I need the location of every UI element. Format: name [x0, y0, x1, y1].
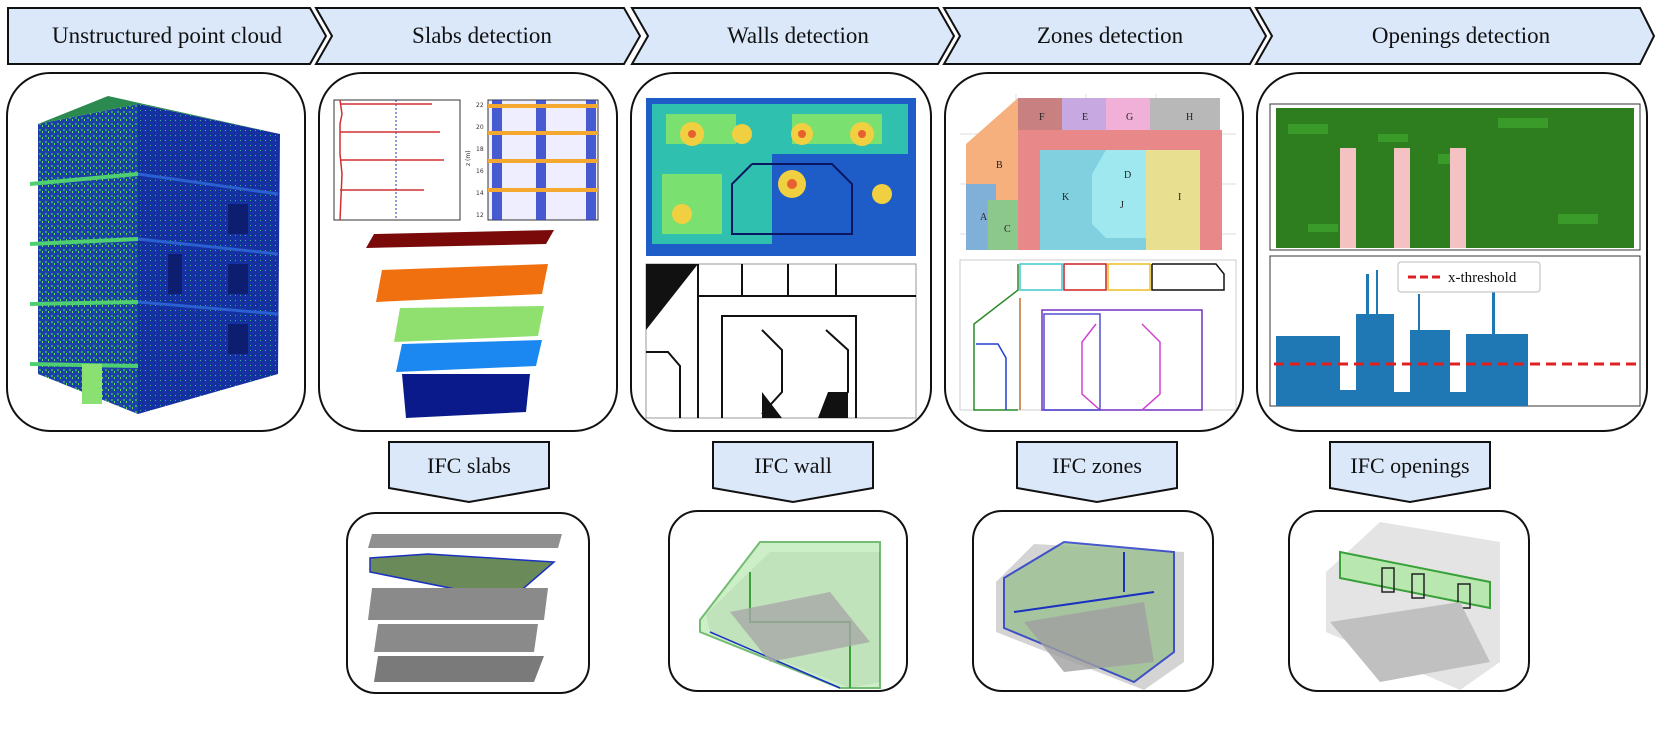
walls-detection-figure: [645, 98, 917, 419]
ifc-slabs-figure: [368, 534, 562, 682]
zone-label-e: E: [1082, 112, 1088, 123]
step-banner-4: [942, 7, 1268, 65]
zones-detection-figure: F E G H B D K J I A C: [959, 94, 1237, 411]
legend-x-threshold: x-threshold: [1448, 270, 1517, 286]
tick-z-18: 18: [476, 146, 484, 153]
z-axis-label: z (m): [465, 150, 472, 166]
ifc-zones-figure: [996, 540, 1184, 690]
step-banner-5: [1254, 7, 1656, 65]
tick-z-20: 20: [476, 124, 484, 131]
zone-label-g: G: [1126, 112, 1133, 123]
ifc-wall-panel: [668, 510, 908, 692]
zone-label-d: D: [1124, 170, 1131, 181]
ifc-zones-panel: [972, 510, 1214, 692]
ifc-openings-figure: [1326, 522, 1500, 690]
zones-detection-panel: F E G H B D K J I A C: [944, 72, 1244, 432]
slabs-detection-figure: 22 20 18 16 14 12 z (m): [333, 99, 599, 418]
ifc-banner-openings: [1329, 441, 1491, 504]
point-cloud-building-image: [29, 96, 280, 414]
openings-detection-panel: x-threshold: [1256, 72, 1648, 432]
zone-label-i: I: [1178, 192, 1181, 203]
zone-label-k: K: [1062, 192, 1070, 203]
ifc-banner-slabs: [388, 441, 550, 504]
zone-label-j: J: [1120, 200, 1124, 211]
zone-label-f: F: [1039, 112, 1045, 123]
zone-label-c: C: [1004, 224, 1011, 235]
step-banner-1: [7, 7, 328, 65]
point-cloud-panel: [6, 72, 306, 432]
tick-z-14: 14: [476, 190, 484, 197]
ifc-wall-figure: [699, 541, 881, 689]
step-banner-3: [630, 7, 956, 65]
slabs-detection-panel: 22 20 18 16 14 12 z (m): [318, 72, 618, 432]
zone-label-a: A: [980, 212, 988, 223]
zone-label-h: H: [1186, 112, 1193, 123]
walls-detection-panel: [630, 72, 932, 432]
step-banner-2: [314, 7, 642, 65]
tick-z-22: 22: [476, 102, 484, 109]
tick-z-16: 16: [476, 168, 484, 175]
zone-label-b: B: [996, 160, 1003, 171]
openings-detection-figure: x-threshold: [1269, 103, 1641, 407]
ifc-banner-zones: [1016, 441, 1178, 504]
ifc-banner-wall: [712, 441, 874, 504]
ifc-openings-panel: [1288, 510, 1530, 692]
tick-z-12: 12: [476, 212, 484, 219]
ifc-slabs-panel: [346, 512, 590, 694]
